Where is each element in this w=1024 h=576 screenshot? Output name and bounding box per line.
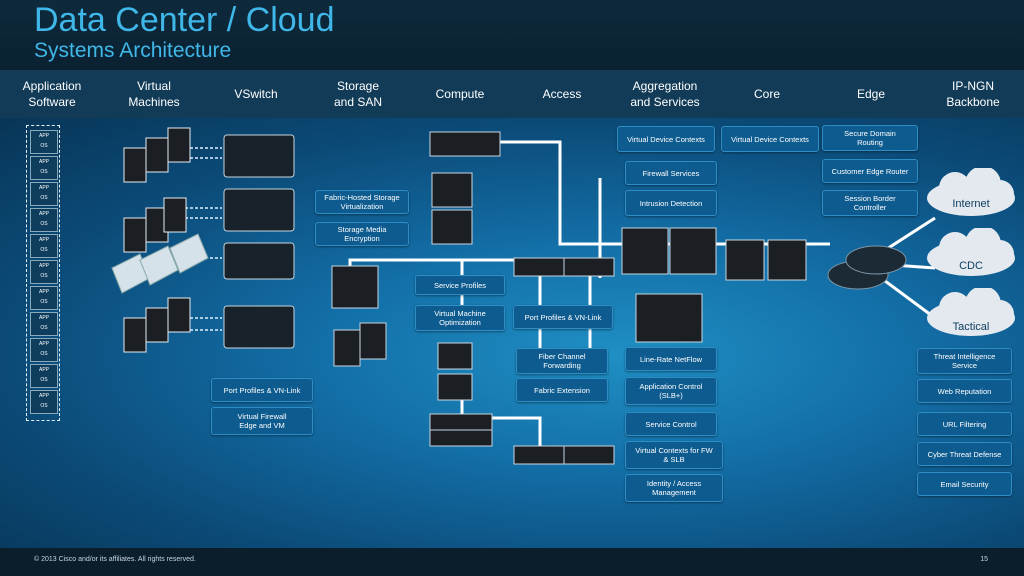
app-os-block: APP OS [30, 208, 58, 232]
connection-lines [111, 127, 936, 465]
cdc-label: CDC [959, 260, 983, 272]
cyber-threat-label: Cyber Threat Defense [917, 442, 1012, 466]
app-text: APP [38, 159, 49, 165]
os-text: OS [40, 351, 48, 357]
app-os-block: APP OS [30, 364, 58, 388]
app-control-label: Application Control (SLB+) [625, 377, 717, 405]
storage-encryption-label: Storage Media Encryption [315, 222, 409, 246]
col-compute: Compute [435, 87, 485, 101]
service-control-label: Service Control [625, 412, 717, 436]
app-os-block: APP OS [30, 182, 58, 206]
col-aggregation: Aggregation and Services [630, 79, 700, 109]
internet-label: Internet [952, 198, 990, 210]
fabric-extension-label: Fabric Extension [516, 378, 608, 402]
secure-domain-label: Secure Domain Routing [822, 125, 918, 151]
app-text: APP [38, 133, 49, 139]
os-text: OS [40, 195, 48, 201]
customer-edge-label: Customer Edge Router [822, 159, 918, 183]
web-reputation-label: Web Reputation [917, 379, 1012, 403]
line-rate-netflow-label: Line-Rate NetFlow [625, 347, 717, 371]
app-text: APP [38, 185, 49, 191]
app-os-block: APP OS [30, 130, 58, 154]
os-text: OS [40, 299, 48, 305]
col-storage-san: Storage and SAN [333, 79, 383, 109]
col-ip-ngn: IP-NGN Backbone [946, 79, 1000, 109]
slide-header: Data Center / Cloud Systems Architecture [0, 0, 1024, 70]
intrusion-detection-label: Intrusion Detection [625, 190, 717, 216]
copyright-text: © 2013 Cisco and/or its affiliates. All … [34, 556, 196, 563]
app-os-block: APP OS [30, 338, 58, 362]
col-vswitch: VSwitch [234, 87, 278, 101]
column-header-band: Application Software Virtual Machines VS… [0, 70, 1024, 118]
vdc-core-label: Virtual Device Contexts [721, 126, 819, 152]
application-stack: APP OS APP OS APP OS APP OS APP OS APP OS APP OS APP OS… [26, 125, 60, 421]
app-text: APP [38, 237, 49, 243]
app-text: APP [38, 367, 49, 373]
col-application-software: Application Software [22, 79, 82, 109]
port-profiles-access-label: Port Profiles & VN-Link [513, 305, 613, 329]
architecture-area: APP OS APP OS APP OS APP OS APP OS APP OS APP OS APP OS… [0, 118, 1024, 548]
os-text: OS [40, 273, 48, 279]
page-number: 15 [980, 556, 988, 563]
threat-intel-label: Threat Intelligence Service [917, 348, 1012, 374]
app-text: APP [38, 341, 49, 347]
os-text: OS [40, 403, 48, 409]
fabric-storage-label: Fabric-Hosted Storage Virtualization [315, 190, 409, 214]
tactical-cloud: Tactical [925, 286, 1017, 340]
app-os-block: APP OS [30, 260, 58, 284]
app-os-block: APP OS [30, 156, 58, 180]
col-edge: Edge [856, 87, 886, 101]
cdc-cloud: CDC [925, 226, 1017, 280]
fc-forwarding-label: Fiber Channel Forwarding [516, 348, 608, 374]
firewall-services-label: Firewall Services [625, 161, 717, 185]
os-text: OS [40, 325, 48, 331]
os-text: OS [40, 247, 48, 253]
app-text: APP [38, 315, 49, 321]
col-virtual-machines: Virtual Machines [128, 79, 180, 109]
app-os-block: APP OS [30, 234, 58, 258]
os-text: OS [40, 143, 48, 149]
app-text: APP [38, 211, 49, 217]
os-text: OS [40, 377, 48, 383]
service-profiles-label: Service Profiles [415, 275, 505, 295]
footer: © 2013 Cisco and/or its affiliates. All … [0, 548, 1024, 576]
col-core: Core [753, 87, 780, 101]
session-border-label: Session Border Controller [822, 190, 918, 216]
slide-subtitle: Systems Architecture [34, 39, 232, 62]
internet-cloud: Internet [925, 166, 1017, 220]
os-text: OS [40, 169, 48, 175]
app-text: APP [38, 393, 49, 399]
app-os-block: APP OS [30, 312, 58, 336]
vm-optimization-label: Virtual Machine Optimization [415, 305, 505, 331]
vdc-aggregation-label: Virtual Device Contexts [617, 126, 715, 152]
email-security-label: Email Security [917, 472, 1012, 496]
identity-access-label: Identity / Access Management [625, 474, 723, 502]
virtual-firewall-label: Virtual Firewall Edge and VM [211, 407, 313, 435]
app-os-block: APP OS [30, 286, 58, 310]
tactical-label: Tactical [952, 321, 990, 333]
slide-title: Data Center / Cloud [34, 1, 335, 39]
virtual-contexts-label: Virtual Contexts for FW & SLB [625, 441, 723, 469]
app-text: APP [38, 289, 49, 295]
url-filtering-label: URL Filtering [917, 412, 1012, 436]
app-text: APP [38, 263, 49, 269]
app-os-block: APP OS [30, 390, 58, 414]
col-access: Access [542, 87, 582, 101]
os-text: OS [40, 221, 48, 227]
port-profiles-vswitch-label: Port Profiles & VN-Link [211, 378, 313, 402]
